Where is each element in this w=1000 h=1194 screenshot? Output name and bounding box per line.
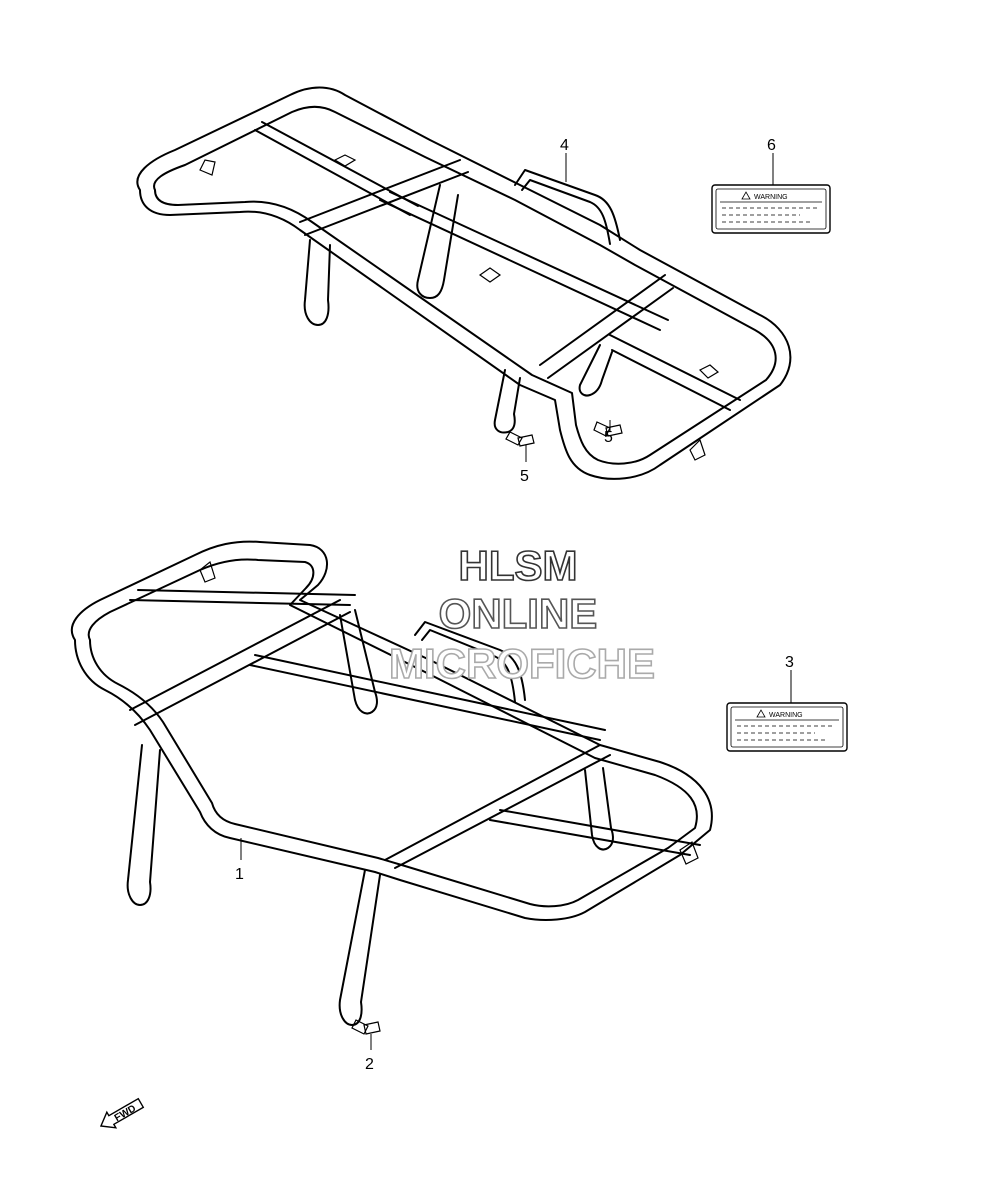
rear-carrier-leg-right [493,369,521,434]
front-carrier-tab-1 [199,560,216,583]
callout-5a-label: 5 [604,429,613,446]
front-carrier-leg-rear-left [339,609,378,715]
front-carrier-crossbar-1 [129,589,356,606]
front-carrier-leg-left [126,744,161,906]
rear-carrier-crossbar-5 [609,334,741,411]
callout-5b-label: 5 [520,468,529,485]
front-carrier-crossbar-5 [489,809,701,856]
callout-5b: 5 [520,445,529,485]
fwd-arrow-text: FWD [113,1103,138,1124]
callout-1: 1 [235,838,244,883]
callout-2-label: 2 [365,1056,374,1073]
rear-carrier-leg-left [303,239,331,326]
front-carrier-assembly [70,540,713,1026]
rear-carrier-tab-1 [199,159,216,176]
rear-carrier-assembly [136,86,792,480]
watermark-line-2: ONLINE [439,590,598,637]
bolt-5a [593,421,623,437]
watermark-line-1: HLSM [459,542,578,589]
label-6-text: WARNING [754,194,788,201]
bolt-5b [505,431,535,447]
front-carrier-leg-rear-right [584,767,614,851]
rear-carrier-leg-rear [578,344,613,397]
rear-carrier-crossbar-2 [299,159,469,236]
callout-4-label: 4 [560,137,569,154]
front-carrier-tab-2 [679,841,699,865]
front-carrier-leg-center [338,869,381,1026]
front-carrier-crossbar-3 [249,654,606,741]
bolt-2 [351,1019,381,1035]
rear-carrier-crossbar-4 [539,274,674,379]
rear-carrier-tab-3 [478,267,502,283]
warning-label-6: WARNING [711,184,831,234]
callout-2: 2 [365,1034,374,1073]
rear-carrier-crossbar-3 [379,191,669,331]
callout-5a: 5 [604,420,613,446]
warning-label-3: WARNING [726,702,848,752]
front-carrier-crossbar-4 [384,744,611,869]
rear-carrier-outer-tube [136,86,792,480]
rear-carrier-handle [514,169,621,245]
fwd-arrow-icon: FWD [99,1097,145,1129]
callout-6: 6 [767,137,776,185]
rear-carrier-tab-4 [689,438,706,461]
callout-6-label: 6 [767,137,776,154]
front-carrier-handle [414,621,526,703]
watermark-line-3: MICROFICHE [389,640,655,687]
callout-3-label: 3 [785,654,794,671]
watermark: HLSM ONLINE MICROFICHE [388,541,656,688]
rear-carrier-tab-2 [333,154,357,167]
callout-1-label: 1 [235,866,244,883]
front-carrier-inner-tube [87,558,698,908]
label-3-text: WARNING [769,712,803,719]
warning-triangle-icon [741,191,751,200]
warning-triangle-icon [756,709,766,718]
front-carrier-crossbar-2 [129,599,351,726]
callout-3: 3 [785,654,794,703]
rear-carrier-tab-5 [698,364,720,379]
callout-4: 4 [560,137,569,182]
rear-carrier-inner-tube [153,105,777,465]
rear-carrier-leg-center [416,184,459,299]
